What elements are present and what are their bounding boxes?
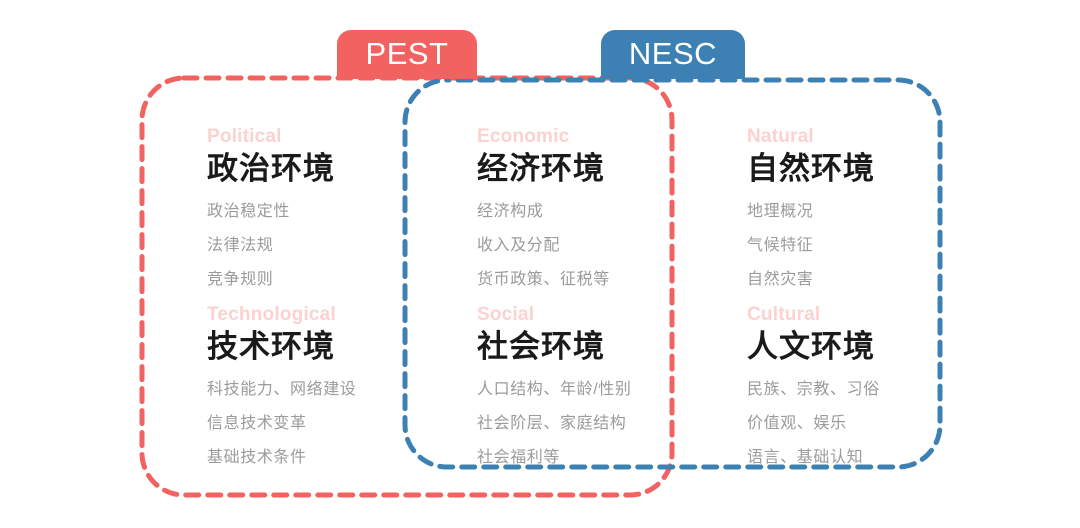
cell-item-list: 人口结构、年龄/性别社会阶层、家庭结构社会福利等 xyxy=(477,382,737,466)
list-item: 自然灾害 xyxy=(747,271,814,288)
list-item: 法律法规 xyxy=(207,237,274,254)
list-item: 竞争规则 xyxy=(207,271,274,288)
cell-eyebrow: Social xyxy=(477,304,535,325)
cell-item-list: 科技能力、网络建设信息技术变革基础技术条件 xyxy=(207,382,467,466)
list-item: 地理概况 xyxy=(747,203,814,220)
cell-social: Social 社会环境人口结构、年龄/性别社会阶层、家庭结构社会福利等 xyxy=(477,305,737,466)
cell-eyebrow: Natural xyxy=(747,126,814,147)
list-item: 价值观、娱乐 xyxy=(747,415,847,432)
cell-eyebrow: Technological xyxy=(207,304,336,325)
tab-nesc[interactable]: NESC xyxy=(601,30,745,79)
tab-pest-label: PEST xyxy=(365,36,449,71)
cell-title: 技术环境 xyxy=(207,329,335,364)
list-item: 社会阶层、家庭结构 xyxy=(477,415,627,432)
list-item: 信息技术变革 xyxy=(207,415,307,432)
cell-title: 经济环境 xyxy=(477,151,605,186)
list-item: 语言、基础认知 xyxy=(747,449,864,466)
cell-economic: Economic 经济环境经济构成收入及分配货币政策、征税等 xyxy=(477,127,737,288)
cell-title: 政治环境 xyxy=(207,151,335,186)
cell-eyebrow: Cultural xyxy=(747,304,821,325)
cell-title: 人文环境 xyxy=(747,329,875,364)
cell-eyebrow: Political xyxy=(207,126,282,147)
list-item: 经济构成 xyxy=(477,203,544,220)
list-item: 收入及分配 xyxy=(477,237,561,254)
tab-nesc-label: NESC xyxy=(628,36,718,71)
list-item: 政治稳定性 xyxy=(207,203,291,220)
cell-title: 自然环境 xyxy=(747,151,875,186)
list-item: 人口结构、年龄/性别 xyxy=(477,381,632,398)
cell-eyebrow: Economic xyxy=(477,126,570,147)
cell-technological: Technological 技术环境科技能力、网络建设信息技术变革基础技术条件 xyxy=(207,305,467,466)
cell-political: Political 政治环境政治稳定性法律法规竞争规则 xyxy=(207,127,467,288)
cell-item-list: 地理概况气候特征自然灾害 xyxy=(747,204,1007,288)
cell-item-list: 经济构成收入及分配货币政策、征税等 xyxy=(477,204,737,288)
list-item: 基础技术条件 xyxy=(207,449,307,466)
list-item: 科技能力、网络建设 xyxy=(207,381,357,398)
cell-natural: Natural 自然环境地理概况气候特征自然灾害 xyxy=(747,127,1007,288)
list-item: 民族、宗教、习俗 xyxy=(747,381,880,398)
cell-item-list: 民族、宗教、习俗价值观、娱乐语言、基础认知 xyxy=(747,382,1007,466)
list-item: 货币政策、征税等 xyxy=(477,271,610,288)
cell-item-list: 政治稳定性法律法规竞争规则 xyxy=(207,204,467,288)
list-item: 社会福利等 xyxy=(477,449,561,466)
tab-pest[interactable]: PEST xyxy=(337,30,477,79)
cell-title: 社会环境 xyxy=(477,329,605,364)
list-item: 气候特征 xyxy=(747,237,814,254)
cell-cultural: Cultural 人文环境民族、宗教、习俗价值观、娱乐语言、基础认知 xyxy=(747,305,1007,466)
